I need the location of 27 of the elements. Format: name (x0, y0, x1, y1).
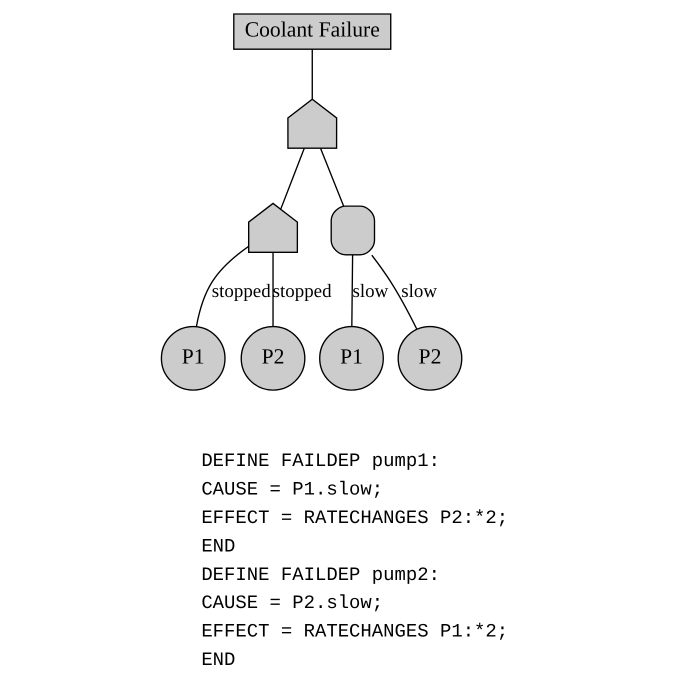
label: DEFINE FAILDEP pump2: (200, 564, 440, 586)
node-circle: P1 (160, 326, 226, 391)
node-or-gate (248, 202, 298, 254)
edge-label: stopped (272, 281, 332, 302)
label: CAUSE = P1.slow; (200, 478, 383, 501)
edge-label: slow (400, 281, 437, 302)
label: CAUSE = P2.slow; (200, 592, 383, 614)
node-circle: P2 (397, 326, 462, 391)
label: END (200, 649, 235, 672)
connector (311, 49, 312, 99)
node-box: Coolant Failure (232, 13, 391, 50)
label: EFFECT = RATECHANGES P2:*2; (200, 506, 508, 529)
connector (350, 255, 353, 326)
connector (320, 148, 344, 206)
connector (195, 246, 248, 326)
node-or-gate (286, 98, 337, 149)
label: EFFECT = RATECHANGES P1:*2; (200, 620, 508, 643)
node-circle: P2 (240, 326, 305, 391)
label: END (200, 535, 235, 558)
label: DEFINE FAILDEP pump1: (200, 450, 440, 472)
connector (280, 148, 304, 210)
edge-label: stopped (211, 281, 270, 302)
node-circle: P1 (318, 326, 384, 391)
edge-label: slow (352, 281, 388, 302)
node-and-gate (330, 205, 375, 256)
connector (272, 252, 274, 326)
connector (370, 254, 417, 330)
